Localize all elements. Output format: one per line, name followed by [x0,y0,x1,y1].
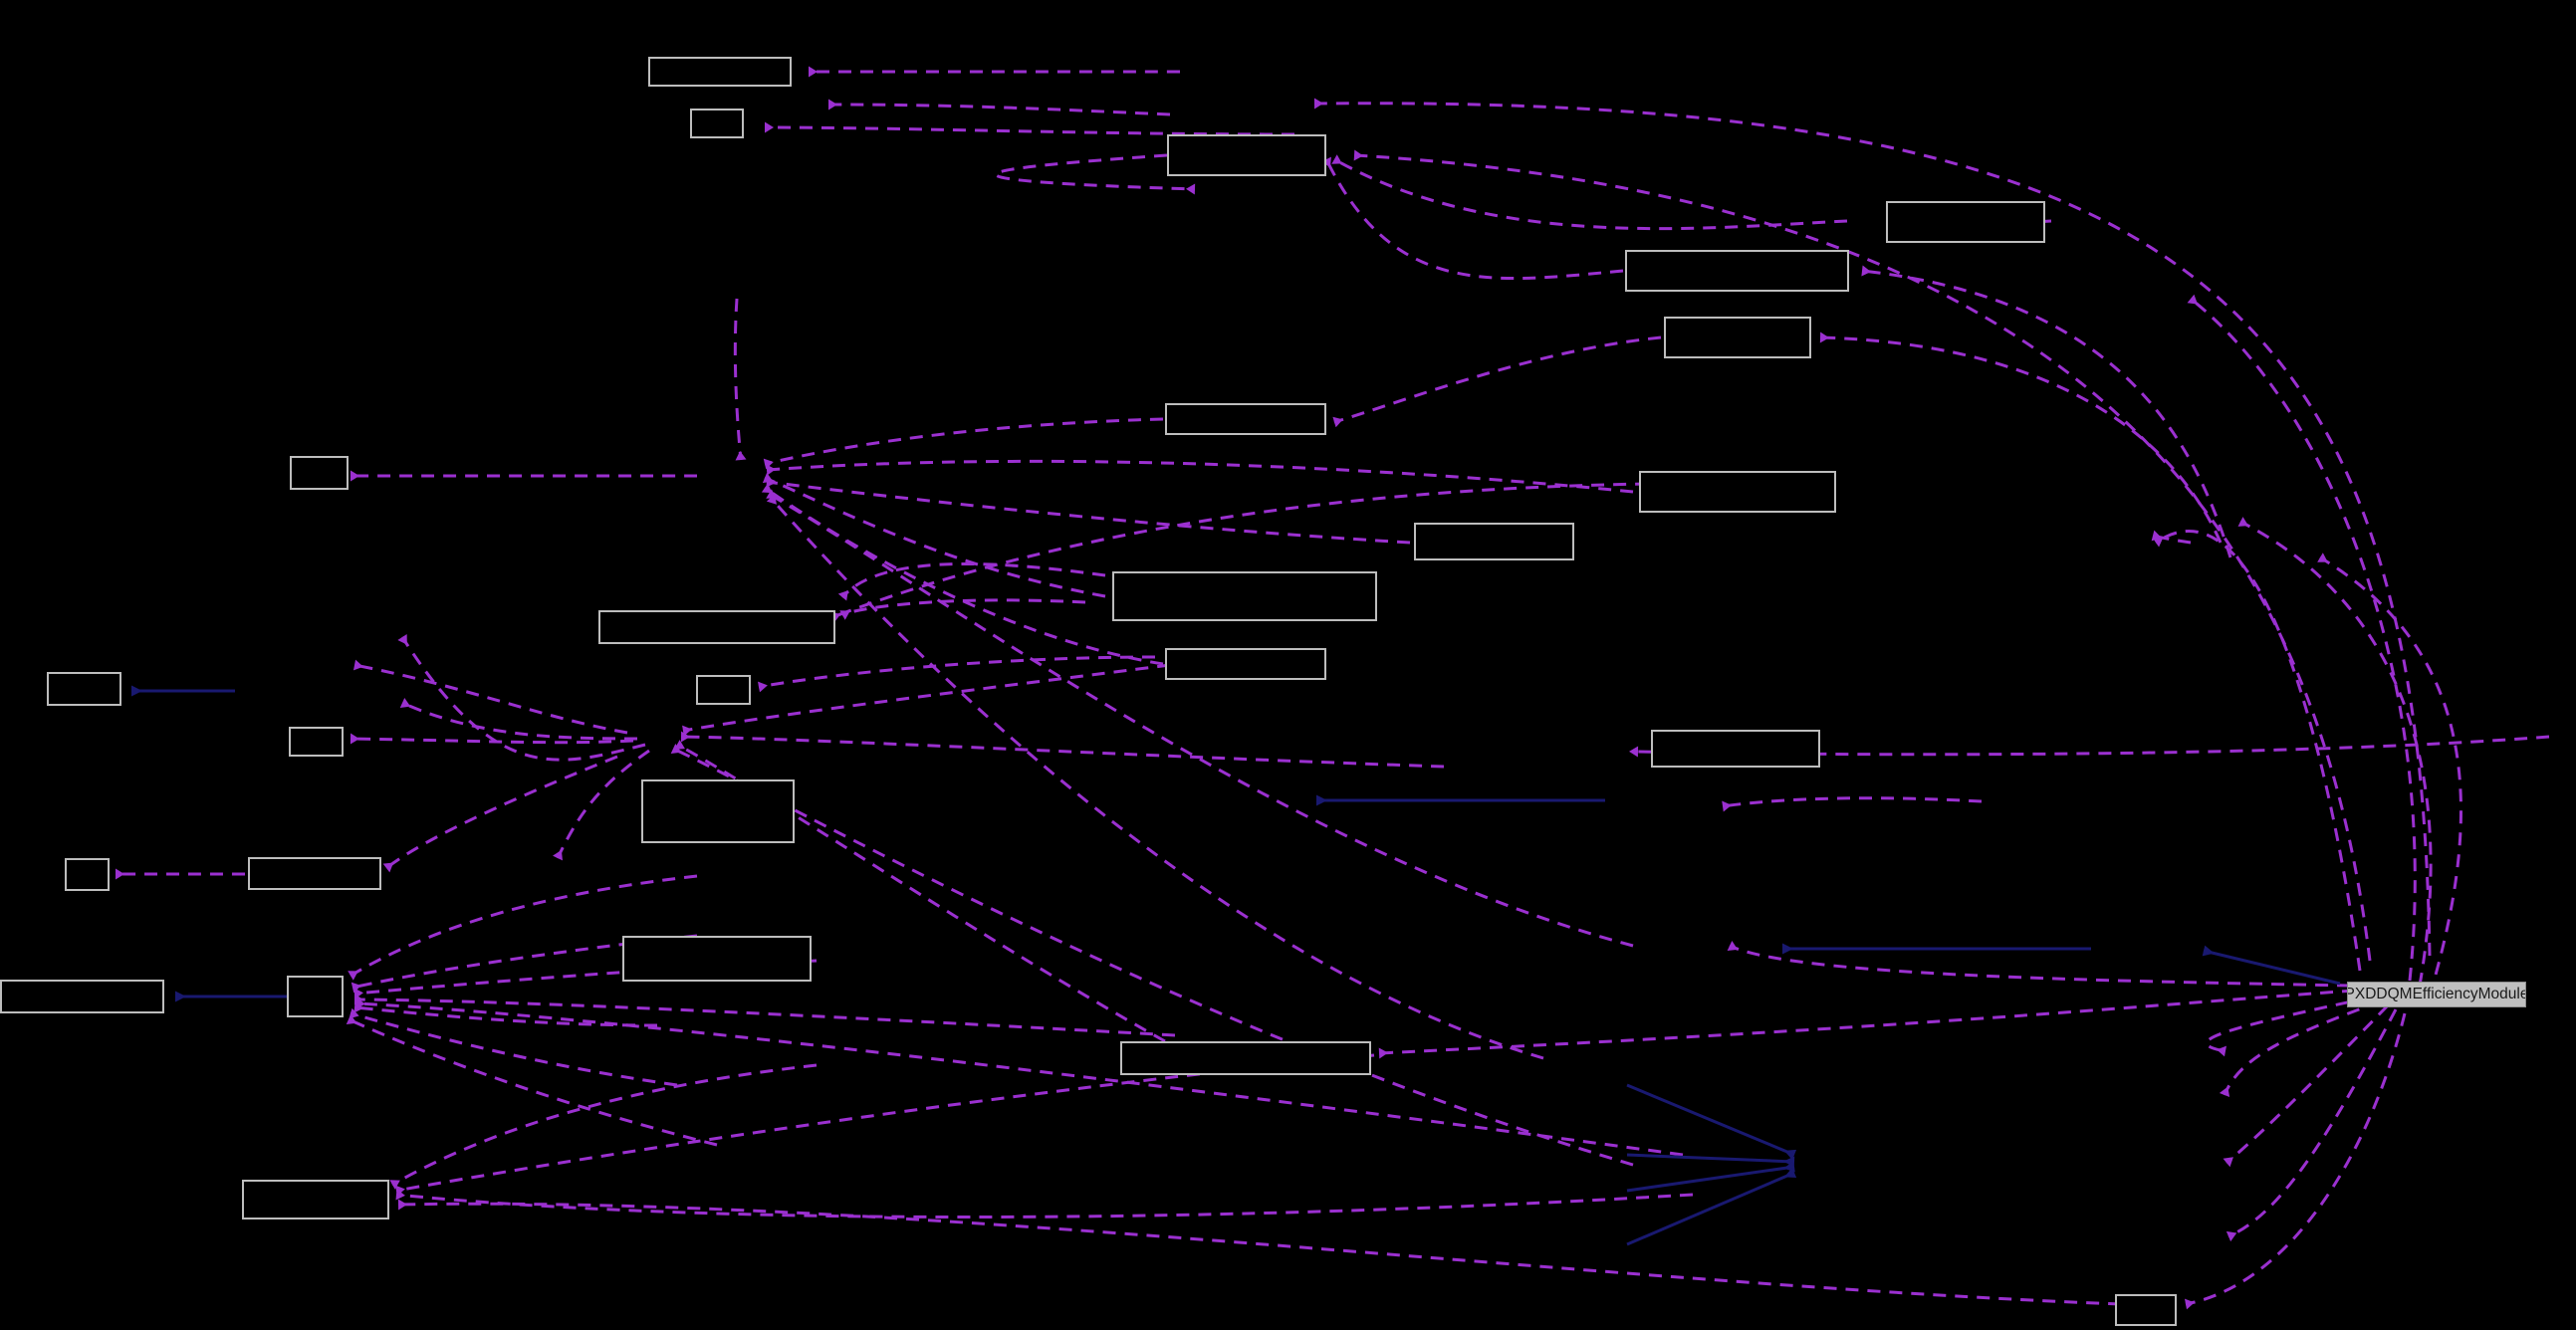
node-n14[interactable] [47,672,121,706]
node-n26[interactable] [2115,1294,2177,1326]
node-n18[interactable] [641,779,795,843]
node-label: PXDDQMEfficiencyModule [2347,986,2526,1003]
node-n25[interactable] [242,1180,389,1219]
node-n24[interactable] [1120,1041,1371,1075]
node-n11[interactable] [1112,571,1377,621]
node-n23[interactable] [287,976,344,1017]
node-n06[interactable] [1664,317,1811,358]
node-n09[interactable] [1639,471,1836,513]
dashed-call-edges [116,66,2462,1310]
node-n10[interactable] [1414,523,1574,560]
node-n21[interactable] [622,936,812,982]
solid-call-edges [131,685,2341,1246]
node-n07[interactable] [1165,403,1326,435]
node-n02[interactable] [690,109,744,138]
node-n08[interactable] [290,456,349,490]
node-root-pxddqmefficiencymodule[interactable]: PXDDQMEfficiencyModule [2347,982,2526,1007]
node-n05[interactable] [1625,250,1849,292]
node-n19[interactable] [65,858,110,891]
node-n04[interactable] [1886,201,2045,243]
node-n15[interactable] [696,675,751,705]
node-n17[interactable] [1651,730,1820,768]
node-n13[interactable] [1165,648,1326,680]
node-n01[interactable] [648,57,792,87]
node-n03[interactable] [1167,134,1326,176]
node-n12[interactable] [598,610,835,644]
node-n20[interactable] [248,857,381,890]
node-n16[interactable] [289,727,344,757]
node-n22[interactable] [0,980,164,1013]
